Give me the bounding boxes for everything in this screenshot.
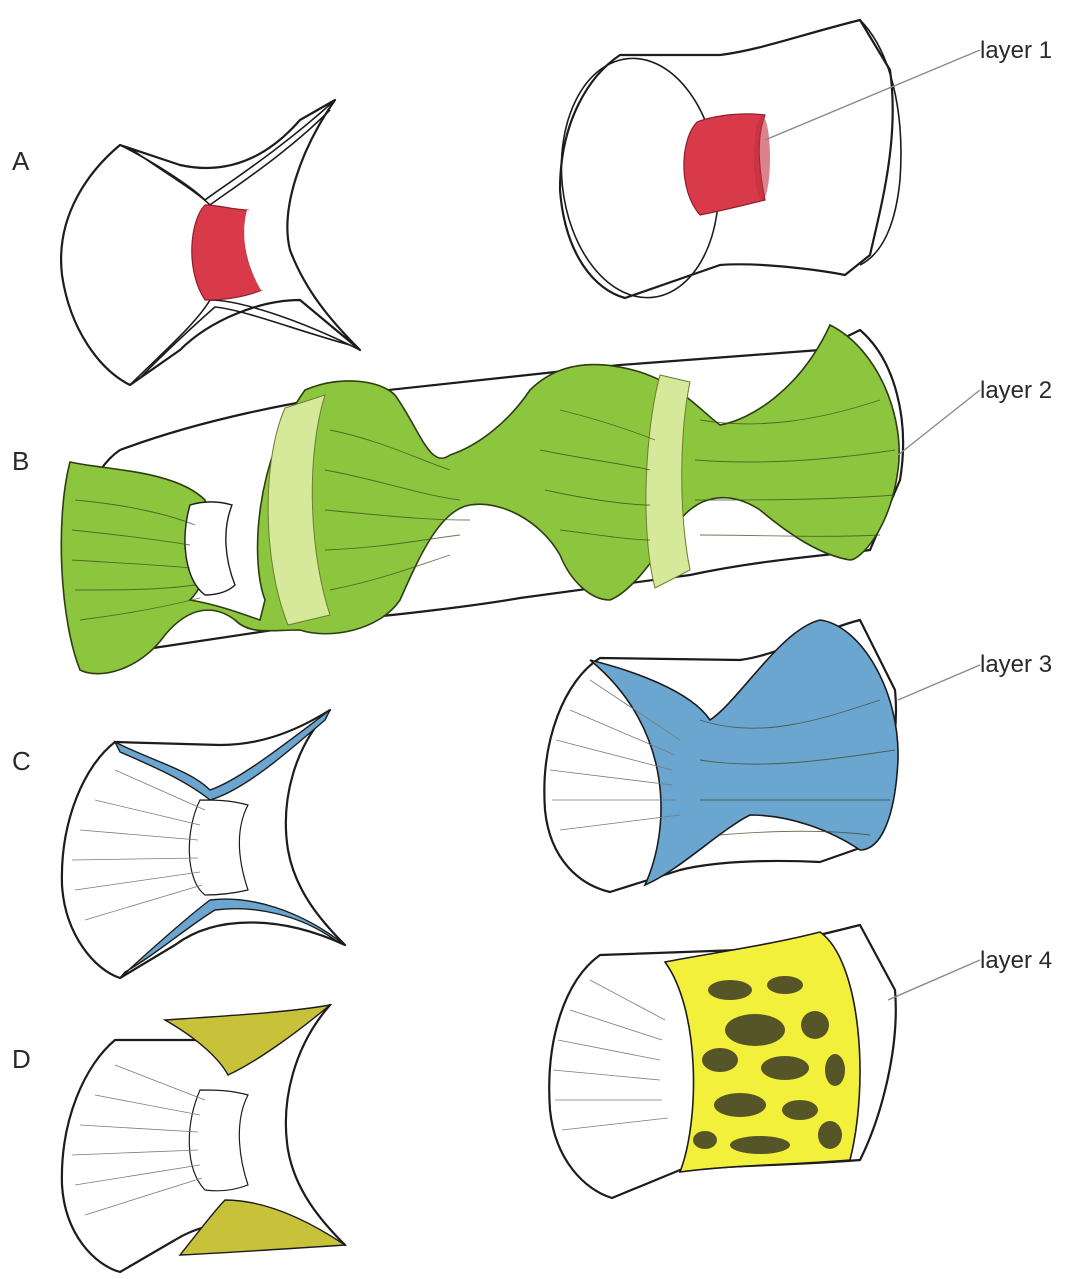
layer4-label: layer 4 <box>980 947 1052 974</box>
layer2-leader-line <box>898 390 980 455</box>
panel-d-yellow-tube <box>549 925 896 1198</box>
panel-a-cut-cylinder <box>61 100 360 385</box>
panel-letter-d: D <box>12 1044 31 1074</box>
layer3-label: layer 3 <box>980 651 1052 678</box>
layer4-leader-line <box>888 960 980 1000</box>
panel-letter-c: C <box>12 746 31 776</box>
panel-d-cut-tube <box>62 1005 345 1272</box>
layer1-label: layer 1 <box>980 37 1052 64</box>
panel-b-long-tube <box>61 325 903 674</box>
panel-c-cut-tube <box>62 710 345 978</box>
layer1-core-inner <box>684 114 765 215</box>
panel-letter-a: A <box>12 146 30 176</box>
panel-letter-b: B <box>12 446 29 476</box>
layer2-label: layer 2 <box>980 377 1052 404</box>
panel-a-whole-cylinder <box>550 20 901 305</box>
panel-c-blue-tube <box>544 620 898 892</box>
layer3-leader-line <box>898 665 980 700</box>
